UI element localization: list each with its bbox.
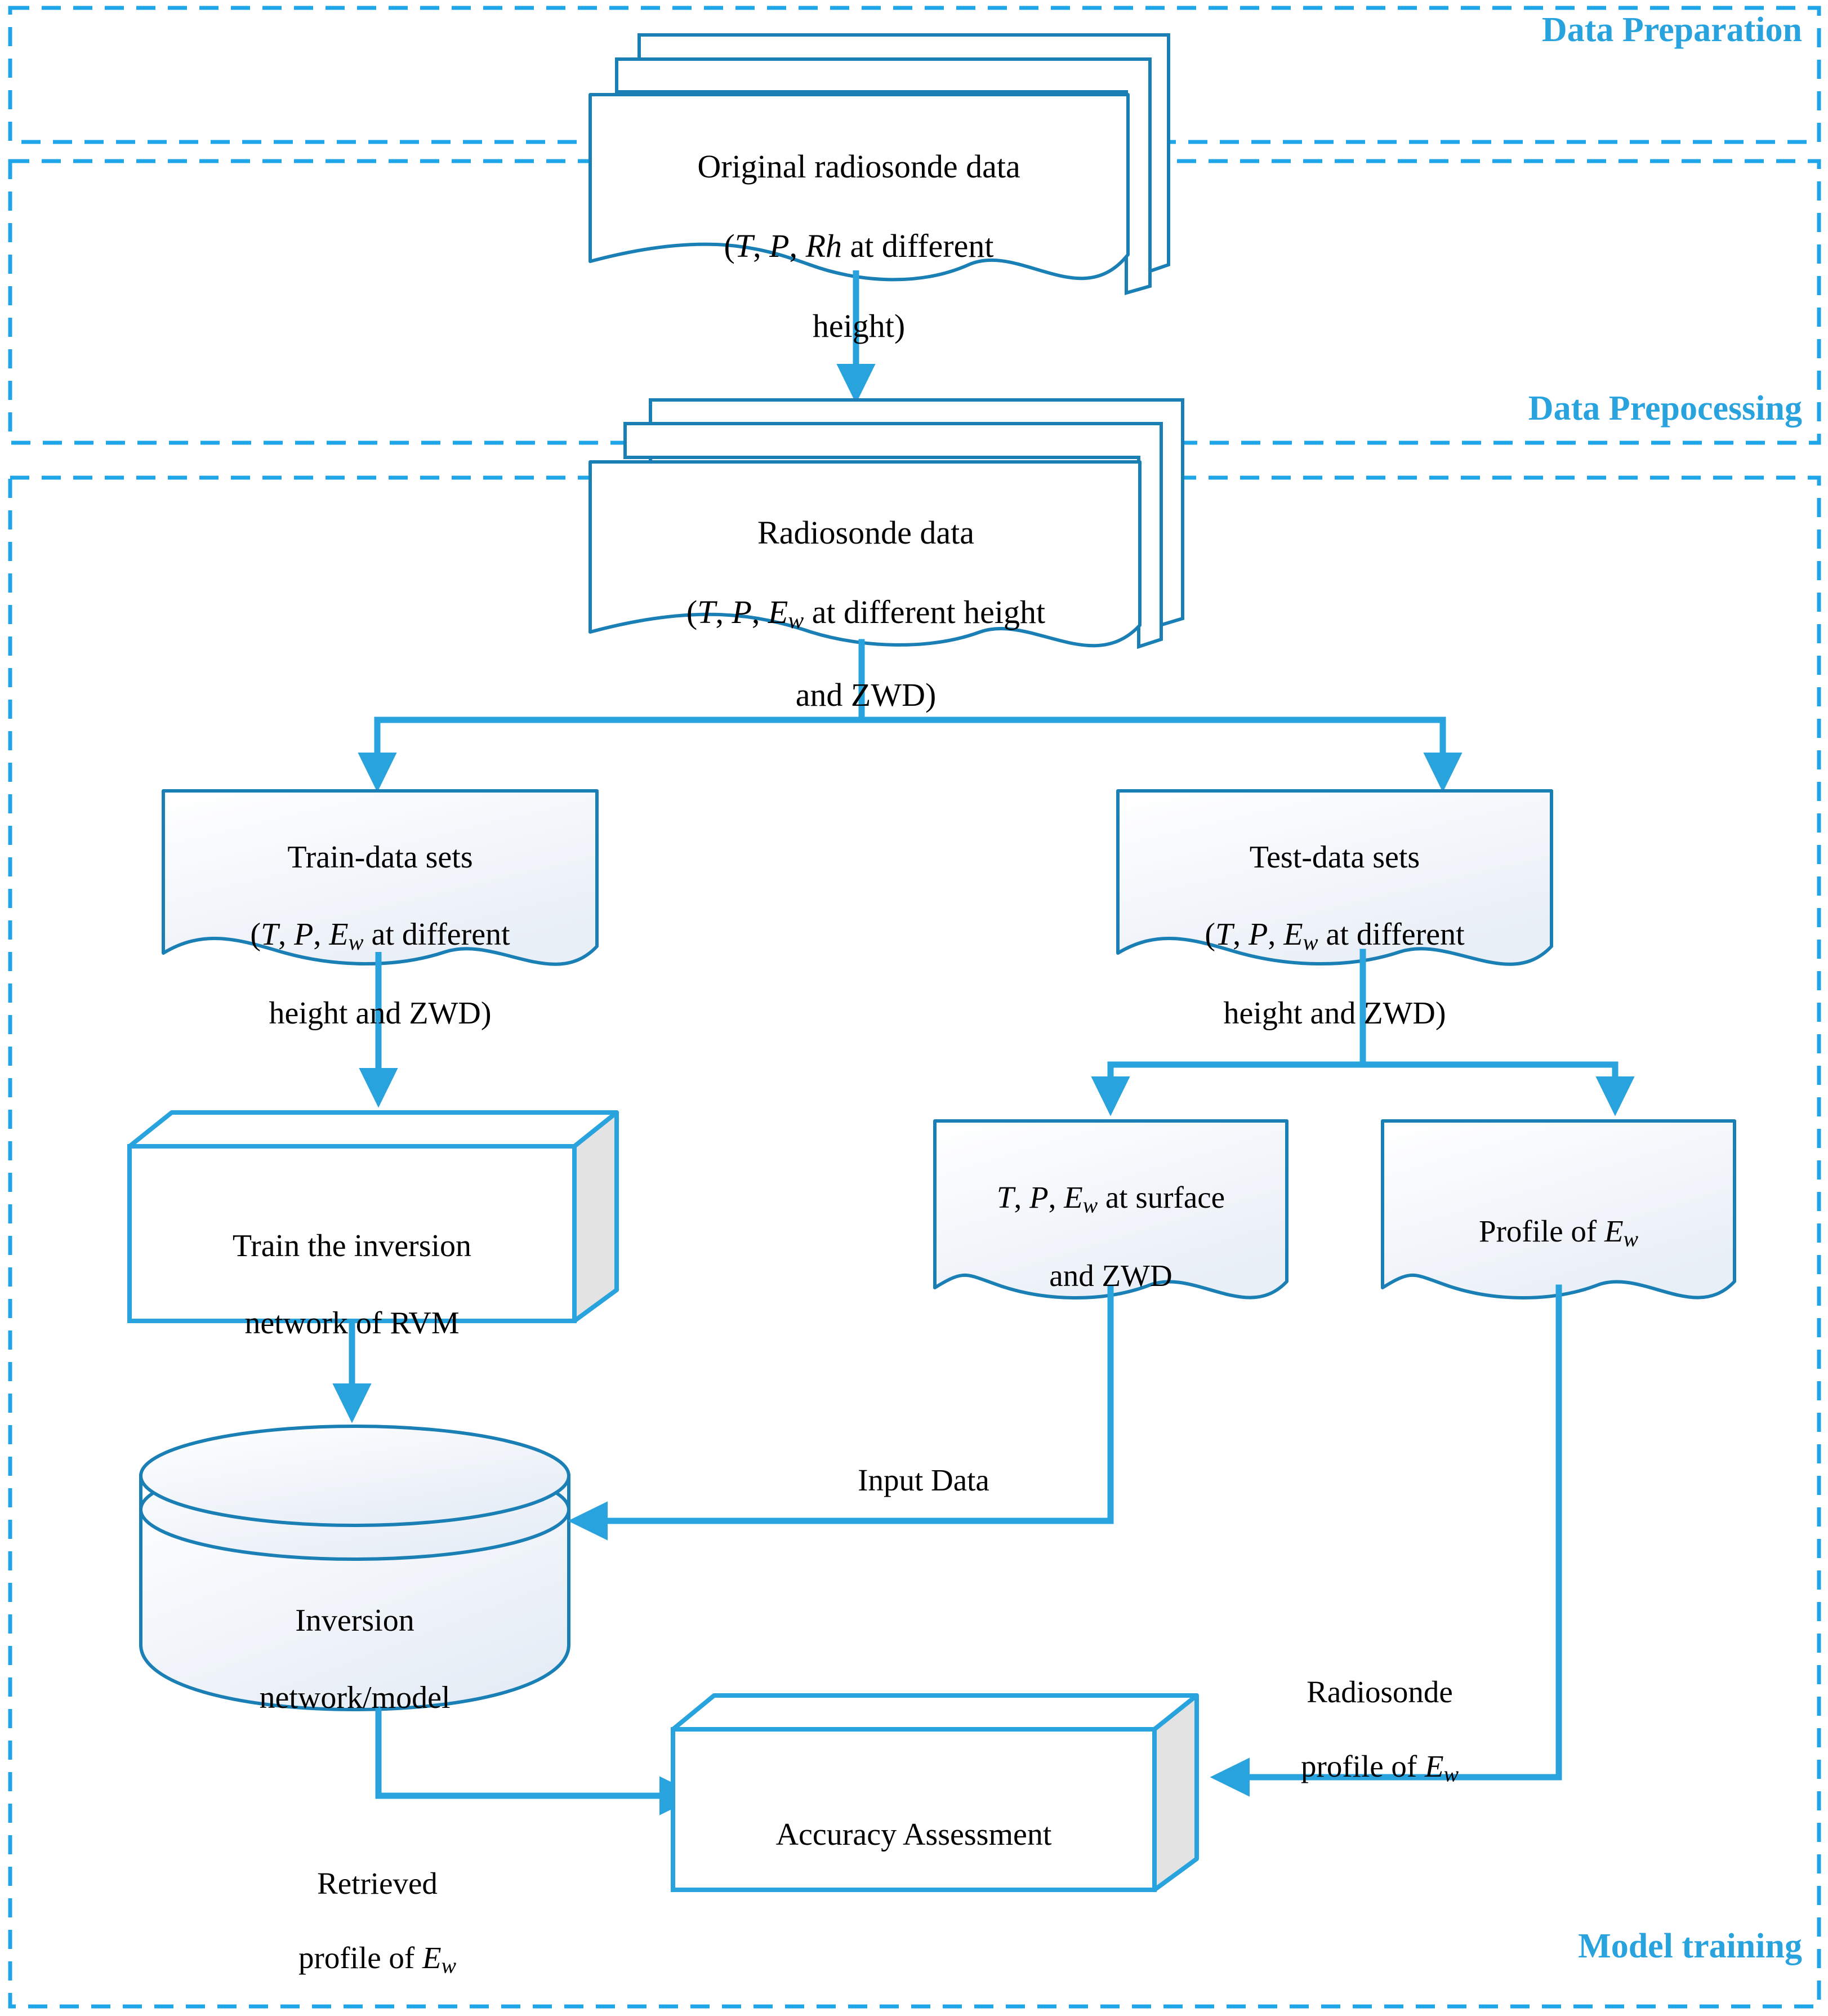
section-frame-model-training (8, 475, 1821, 2009)
node-label-train-network: Train the inversion network of RVM (130, 1189, 574, 1381)
section-label-data-prepocessing: Data Prepocessing (1528, 389, 1802, 428)
node-label-inversion-model: Inversion network/model (141, 1563, 569, 1756)
radiosonde-data-line2: (T, P, Ew at different height (686, 594, 1046, 634)
surface-data-line1: T, P, Ew at surface (996, 1180, 1225, 1218)
node-label-radiosonde-data: Radiosonde data (T, P, Ew at different h… (586, 473, 1146, 755)
inversion-model-line2: network/model (259, 1680, 451, 1715)
node-label-profile-ew: Profile of Ew (1383, 1174, 1735, 1290)
train-network-line2: network of RVM (244, 1305, 460, 1341)
train-data-line3: height and ZWD) (269, 996, 492, 1031)
train-data-line1: Train-data sets (287, 840, 473, 875)
radiosonde-data-line1: Radiosonde data (757, 514, 974, 551)
shape-test-data-doc (1116, 789, 1553, 966)
shape-train-data-doc (162, 789, 599, 966)
shape-original-radiosonde-stack (588, 33, 1170, 295)
node-label-surface-data: T, P, Ew at surface and ZWD (935, 1141, 1287, 1332)
edge-label-input-data: Input Data (858, 1463, 989, 1497)
section-label-model-training: Model training (1578, 1927, 1802, 1965)
shape-inversion-model-cylinder (139, 1425, 570, 1712)
inversion-model-line1: Inversion (295, 1603, 414, 1639)
connector-fork-train-test (374, 639, 1446, 774)
node-label-train-data: Train-data sets (T, P, Ew at different h… (163, 800, 597, 1071)
test-data-line3: height and ZWD) (1223, 996, 1446, 1031)
original-radiosonde-line1: Original radiosonde data (697, 148, 1020, 185)
node-label-test-data: Test-data sets (T, P, Ew at different he… (1118, 800, 1551, 1071)
radiosonde-profile-line2: profile of Ew (1301, 1749, 1459, 1787)
original-radiosonde-line2: (T, P, Rh at different (724, 228, 994, 265)
shape-accuracy-assessment-cube (671, 1693, 1199, 1892)
section-frame-data-prepocessing (8, 159, 1821, 445)
test-data-line1: Test-data sets (1249, 840, 1420, 875)
retrieved-profile-line2: profile of Ew (298, 1941, 456, 1978)
node-label-original-radiosonde: Original radiosonde data (T, P, Rh at di… (591, 107, 1126, 386)
test-data-line2: (T, P, Ew at different (1205, 916, 1465, 955)
train-data-line2: (T, P, Ew at different (250, 916, 510, 955)
edge-label-radiosonde-profile: Radiosonde profile of Ew (1239, 1636, 1521, 1825)
original-radiosonde-line3: height) (812, 307, 906, 344)
connector-test-fork (1107, 949, 1619, 1099)
shape-radiosonde-data-stack (588, 398, 1184, 649)
radiosonde-profile-line1: Radiosonde (1307, 1675, 1453, 1709)
connector-input-data (610, 1284, 1114, 1524)
node-label-accuracy-assessment: Accuracy Assessment (673, 1777, 1154, 1893)
train-network-line1: Train the inversion (232, 1229, 472, 1264)
surface-data-line2: and ZWD (1049, 1258, 1172, 1293)
radiosonde-data-line3: and ZWD) (795, 677, 937, 714)
accuracy-assessment-line1: Accuracy Assessment (775, 1817, 1052, 1853)
edge-label-retrieved-profile: Retrieved profile of Ew (225, 1828, 529, 2016)
profile-ew-line1: Profile of Ew (1478, 1214, 1639, 1252)
section-label-data-preparation: Data Preparation (1541, 11, 1802, 49)
retrieved-profile-line1: Retrieved (317, 1866, 438, 1901)
